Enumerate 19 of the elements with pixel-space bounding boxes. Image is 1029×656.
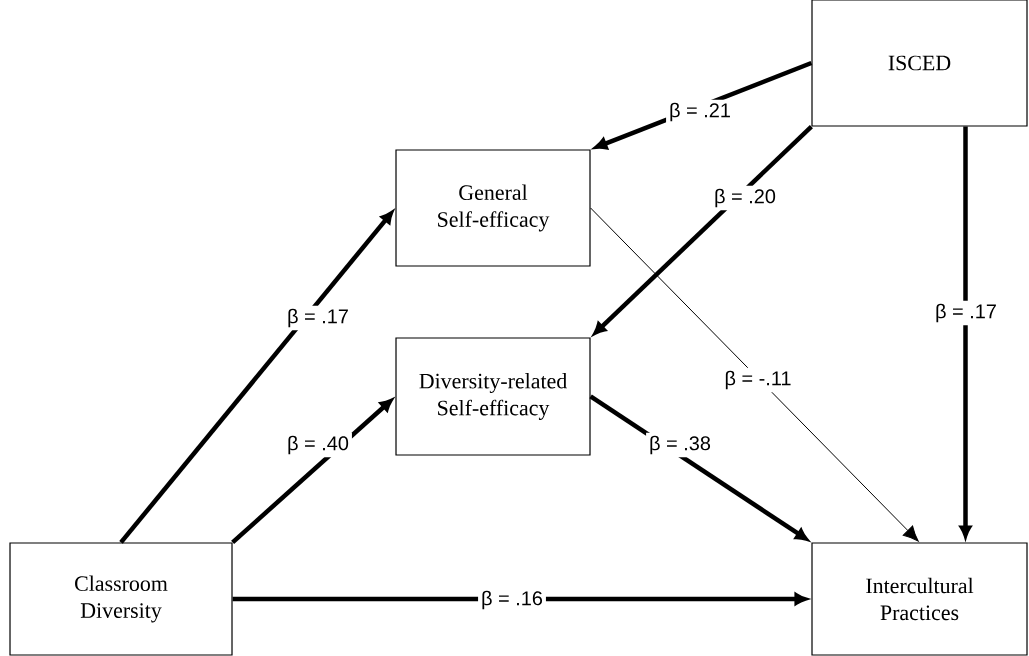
- edge-label: β = .17: [932, 300, 1000, 326]
- variable-box: ISCED: [811, 0, 1028, 127]
- arrow: [589, 394, 809, 541]
- variable-box: Diversity-related Self-efficacy: [395, 337, 591, 456]
- edge-label: β = .20: [711, 185, 779, 211]
- edge-label: β = .38: [646, 432, 714, 458]
- edge-label: β = .21: [666, 99, 734, 125]
- variable-box: Classroom Diversity: [9, 542, 233, 656]
- variable-box: Intercultural Practices: [811, 542, 1028, 656]
- arrow: [232, 593, 808, 605]
- arrow: [590, 207, 919, 542]
- edge-label: β = -.11: [721, 367, 795, 393]
- arrow: [231, 398, 393, 545]
- edge-label: β = .40: [284, 432, 352, 458]
- arrow: [119, 210, 394, 544]
- variable-box: General Self-efficacy: [395, 149, 591, 267]
- arrow: [593, 124, 813, 335]
- edge-label: β = .17: [284, 305, 352, 331]
- edge-label: β = .16: [478, 587, 546, 613]
